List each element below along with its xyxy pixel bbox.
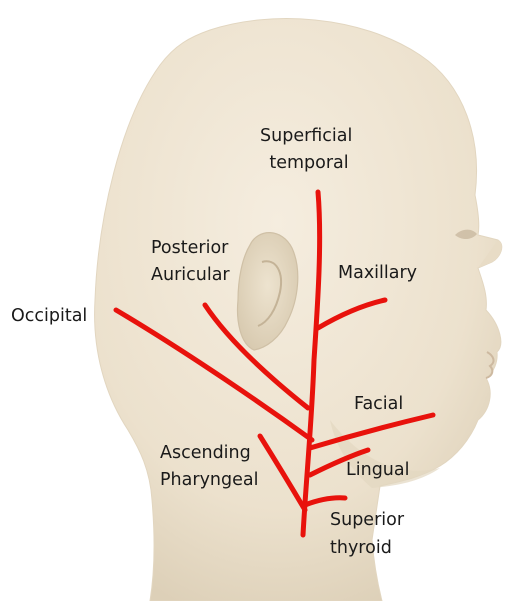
label-occipital: Occipital (11, 306, 87, 326)
head-silhouette (95, 19, 502, 601)
label-lingual: Lingual (346, 460, 410, 480)
label-facial: Facial (354, 394, 403, 414)
label-maxillary: Maxillary (338, 263, 417, 283)
